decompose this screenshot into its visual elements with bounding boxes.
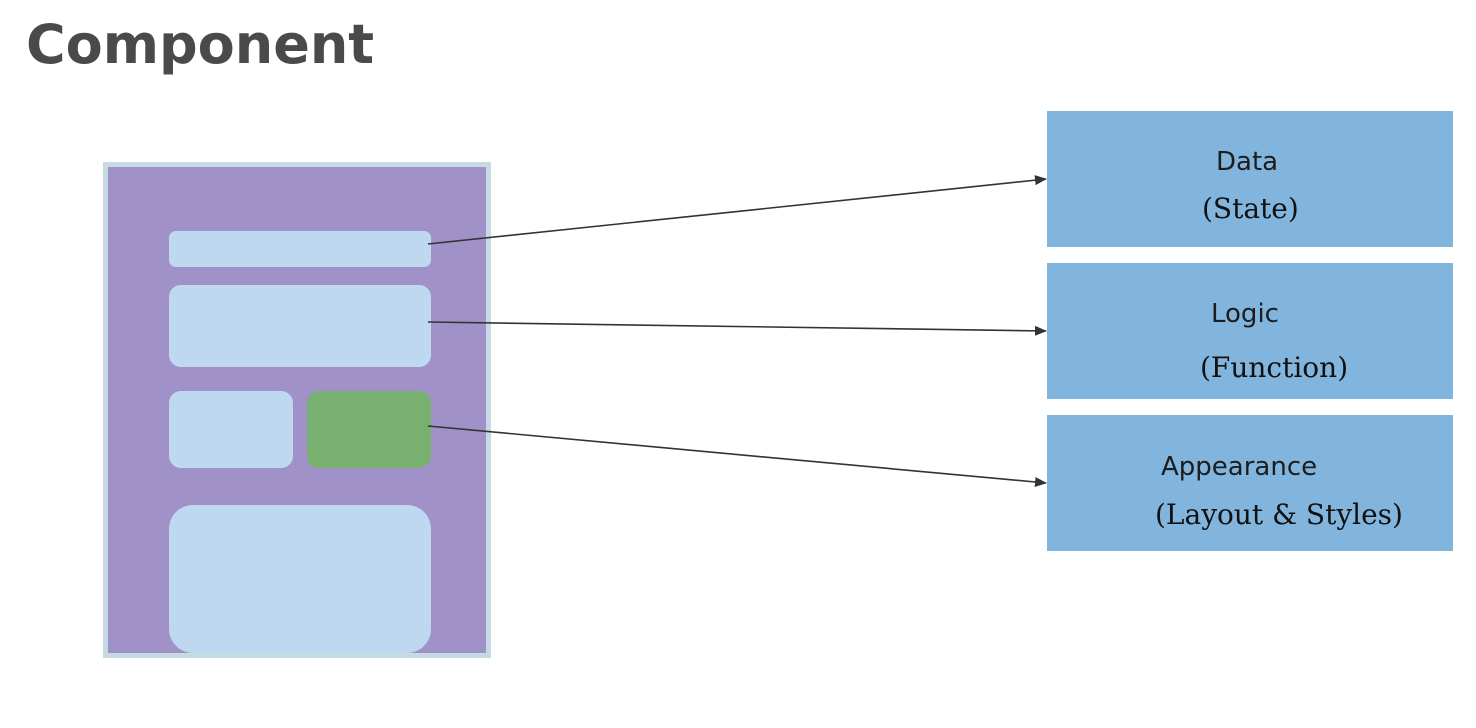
- component-mockup: [103, 162, 491, 658]
- diagram-title: Component: [26, 13, 375, 76]
- appearance-layout-box: Appearance (Layout & Styles): [1047, 415, 1453, 551]
- appearance-box-title: Appearance: [1161, 452, 1318, 482]
- component-small-block: [169, 391, 293, 468]
- component-header-block: [169, 231, 431, 267]
- logic-box-title: Logic: [1211, 299, 1279, 329]
- data-box-title: Data: [1216, 147, 1279, 177]
- component-highlight-block: [307, 391, 431, 468]
- arrow-to-appearance: [427, 425, 1047, 487]
- appearance-box-subtitle: (Layout & Styles): [1155, 498, 1403, 531]
- arrow-to-data: [427, 175, 1047, 245]
- data-state-box: Data (State): [1047, 111, 1453, 247]
- logic-function-box: Logic (Function): [1047, 263, 1453, 399]
- arrow-to-logic: [427, 321, 1047, 336]
- component-footer-block: [169, 505, 431, 653]
- component-content-block: [169, 285, 431, 367]
- logic-box-subtitle: (Function): [1200, 351, 1349, 384]
- data-box-subtitle: (State): [1202, 192, 1299, 225]
